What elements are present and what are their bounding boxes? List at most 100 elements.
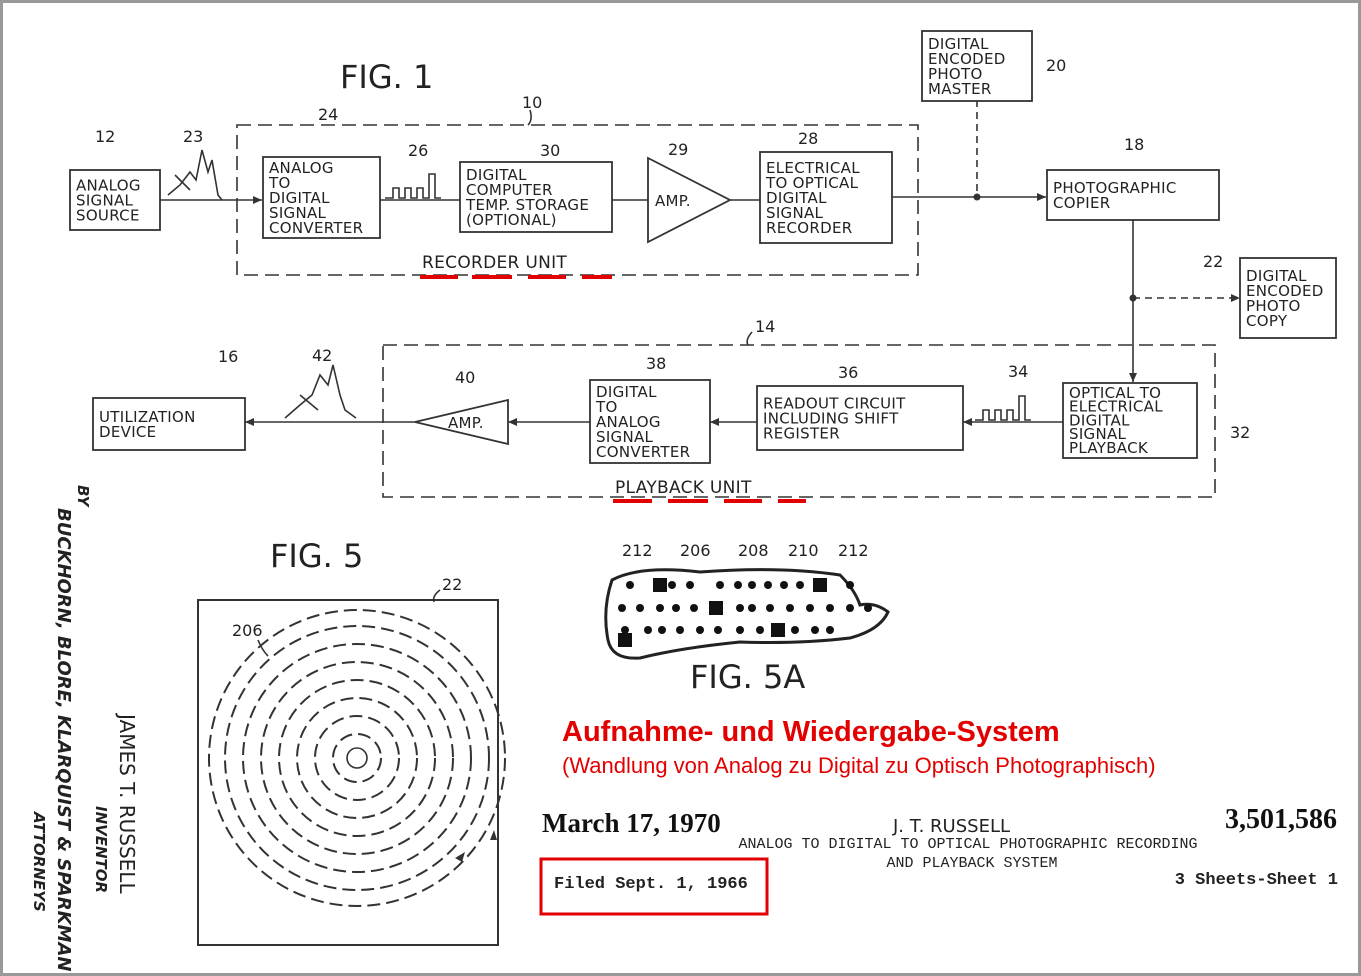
block-frame xyxy=(921,30,1033,102)
block-ref-number: 40 xyxy=(455,368,475,387)
block-label-line: ENCODED xyxy=(928,50,1006,68)
block-playback: OPTICAL TOELECTRICALDIGITALSIGNALPLAYBAC… xyxy=(1062,382,1250,459)
signal-ref-34: 34 xyxy=(1008,362,1028,381)
data-mark xyxy=(656,604,664,612)
playback-unit-boundary xyxy=(382,344,1216,498)
block-label-line: DEVICE xyxy=(99,423,156,441)
data-mark xyxy=(826,604,834,612)
block-label-line: PHOTOGRAPHIC xyxy=(1053,179,1177,197)
filed-date-highlight xyxy=(539,857,769,916)
signal-ref-42: 42 xyxy=(312,346,332,365)
track-center xyxy=(346,747,368,769)
data-mark xyxy=(686,581,694,589)
block-label-line: SOURCE xyxy=(76,207,140,225)
block-label-line: MASTER xyxy=(928,80,992,98)
fig5a-ref: 210 xyxy=(788,541,819,560)
data-mark xyxy=(696,626,704,634)
fig5-spiral-tracks xyxy=(208,609,506,907)
data-mark xyxy=(786,604,794,612)
block-label-line: DIGITAL xyxy=(596,383,657,401)
attorneys-role: ATTORNEYS xyxy=(30,811,48,912)
fig5-track-ref: 206 xyxy=(232,621,263,640)
data-mark xyxy=(846,604,854,612)
block-label-line: DIGITAL xyxy=(269,189,330,207)
playback-unit-ref: 14 xyxy=(755,317,775,336)
by-label: BY xyxy=(74,485,92,509)
fig5a-ref: 212 xyxy=(838,541,869,560)
block-label-line: SIGNAL xyxy=(766,204,824,222)
block-frame xyxy=(589,379,711,464)
block-frame xyxy=(1062,382,1198,459)
inventor-signature-name: JAMES T. RUSSELL xyxy=(115,712,139,894)
leader-line xyxy=(432,589,441,603)
block-label-line: PLAYBACK xyxy=(1069,439,1149,457)
fig5-plate-ref: 22 xyxy=(442,575,462,594)
track-ring xyxy=(278,679,436,837)
data-mark xyxy=(658,626,666,634)
data-mark xyxy=(676,626,684,634)
block-frame xyxy=(69,169,161,231)
block-label-line: PHOTO xyxy=(928,65,983,83)
data-mark xyxy=(764,581,772,589)
data-mark-large xyxy=(771,623,785,637)
block-amp-play: AMP.40 xyxy=(414,368,509,446)
block-label-line: COPY xyxy=(1246,312,1288,330)
data-mark xyxy=(766,604,774,612)
data-mark xyxy=(672,604,680,612)
track-ring xyxy=(208,609,506,907)
data-mark xyxy=(736,626,744,634)
block-label-line: CONVERTER xyxy=(269,219,363,237)
block-label-line: (OPTIONAL) xyxy=(466,211,557,229)
block-label-line: SIGNAL xyxy=(76,192,134,210)
block-label-line: INCLUDING SHIFT xyxy=(763,410,899,428)
block-ref-number: 36 xyxy=(838,363,858,382)
data-mark xyxy=(626,581,634,589)
data-mark xyxy=(748,581,756,589)
block-label-line: TEMP. STORAGE xyxy=(465,196,589,214)
fig5-title: FIG. 5 xyxy=(270,537,363,575)
track-ring xyxy=(260,661,454,855)
data-mark xyxy=(644,626,652,634)
fig1-title: FIG. 1 xyxy=(340,58,433,96)
data-mark xyxy=(811,626,819,634)
block-label-line: UTILIZATION xyxy=(99,408,196,426)
block-label-line: AMP. xyxy=(655,192,691,210)
data-mark xyxy=(806,604,814,612)
digital-pulse-icon xyxy=(385,173,441,199)
block-label-line: OPTICAL TO xyxy=(1069,384,1161,402)
block-ref-number: 12 xyxy=(95,127,115,146)
data-mark xyxy=(618,604,626,612)
amplifier-triangle-icon xyxy=(647,156,732,244)
data-mark xyxy=(734,581,742,589)
fig1-blocks: ANALOGSIGNALSOURCE12ANALOGTODIGITALSIGNA… xyxy=(69,30,1337,464)
data-mark xyxy=(796,581,804,589)
leader-line xyxy=(527,109,532,126)
patent-title-line1: ANALOG TO DIGITAL TO OPTICAL PHOTOGRAPHI… xyxy=(738,836,1197,853)
block-ref-number: 32 xyxy=(1230,423,1250,442)
data-mark xyxy=(636,604,644,612)
block-ref-number: 18 xyxy=(1124,135,1144,154)
data-mark xyxy=(668,581,676,589)
data-mark xyxy=(690,604,698,612)
patent-date: March 17, 1970 xyxy=(542,808,721,838)
recorder-unit-label: RECORDER UNIT xyxy=(422,253,567,273)
track-ring xyxy=(224,625,490,891)
block-frame xyxy=(759,151,893,244)
inventor-role: INVENTOR xyxy=(92,806,110,893)
fig5a-title: FIG. 5A xyxy=(690,658,805,696)
block-frame xyxy=(1239,257,1337,339)
block-label-line: TO OPTICAL xyxy=(765,174,859,192)
patent-number: 3,501,586 xyxy=(1225,804,1337,835)
block-label-line: RECORDER xyxy=(766,219,852,237)
analog-waveform-icon xyxy=(167,149,223,201)
filed-date: Filed Sept. 1, 1966 xyxy=(554,875,748,894)
block-frame xyxy=(92,397,246,451)
